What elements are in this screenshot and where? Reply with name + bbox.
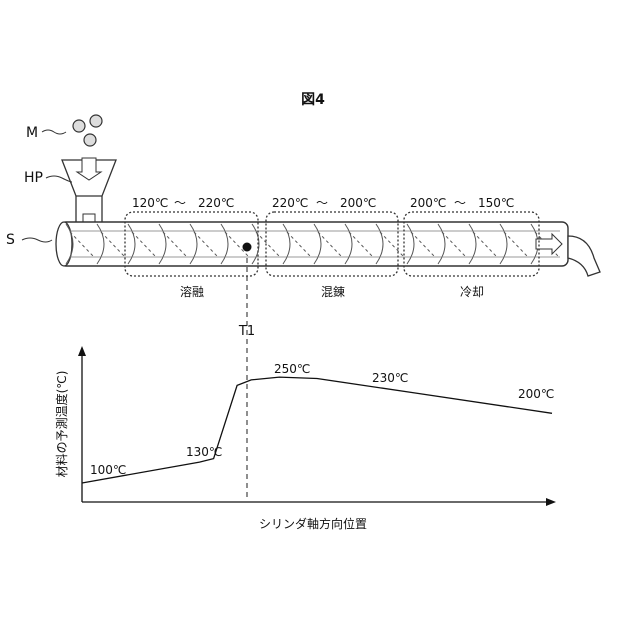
zone3-name: 冷却 [460,285,484,299]
label-material: M [26,125,38,141]
zone1-tilde: ～ [174,196,186,210]
figure-title: 図4 [301,92,325,108]
material-pellets [73,115,102,146]
zone1-temp-start: 120℃ [132,196,168,210]
annotation-100c: 100℃ [90,463,126,477]
x-axis-arrow-icon [546,498,556,506]
label-hopper: HP [24,170,43,186]
annotation-250c: 250℃ [274,362,310,376]
zone3-temp-end: 150℃ [478,196,514,210]
graph-y-label: 材料の予測温度(℃) [54,371,69,478]
zone2-temp-start: 220℃ [272,196,308,210]
temperature-curve [82,377,552,483]
leader-material [42,130,66,134]
graph-x-label: シリンダ軸方向位置 [259,516,367,531]
annotation-130c: 130℃ [186,445,222,459]
leader-screw [22,238,52,242]
zone1-temp-end: 220℃ [198,196,234,210]
annotation-200c: 200℃ [518,387,554,401]
y-axis-arrow-icon [78,346,86,356]
screw-outlet-pipe [568,236,600,276]
zone2-tilde: ～ [316,196,328,210]
label-position-marker: T1 [238,324,255,339]
zone1-name: 溶融 [180,284,204,299]
zone3-tilde: ～ [454,196,466,210]
zone2-temp-end: 200℃ [340,196,376,210]
screw-barrel [56,222,568,266]
zone2-name: 混錬 [321,284,345,299]
position-marker-dot [243,243,252,252]
label-screw: S [6,232,15,248]
zone3-temp-start: 200℃ [410,196,446,210]
annotation-230c: 230℃ [372,371,408,385]
